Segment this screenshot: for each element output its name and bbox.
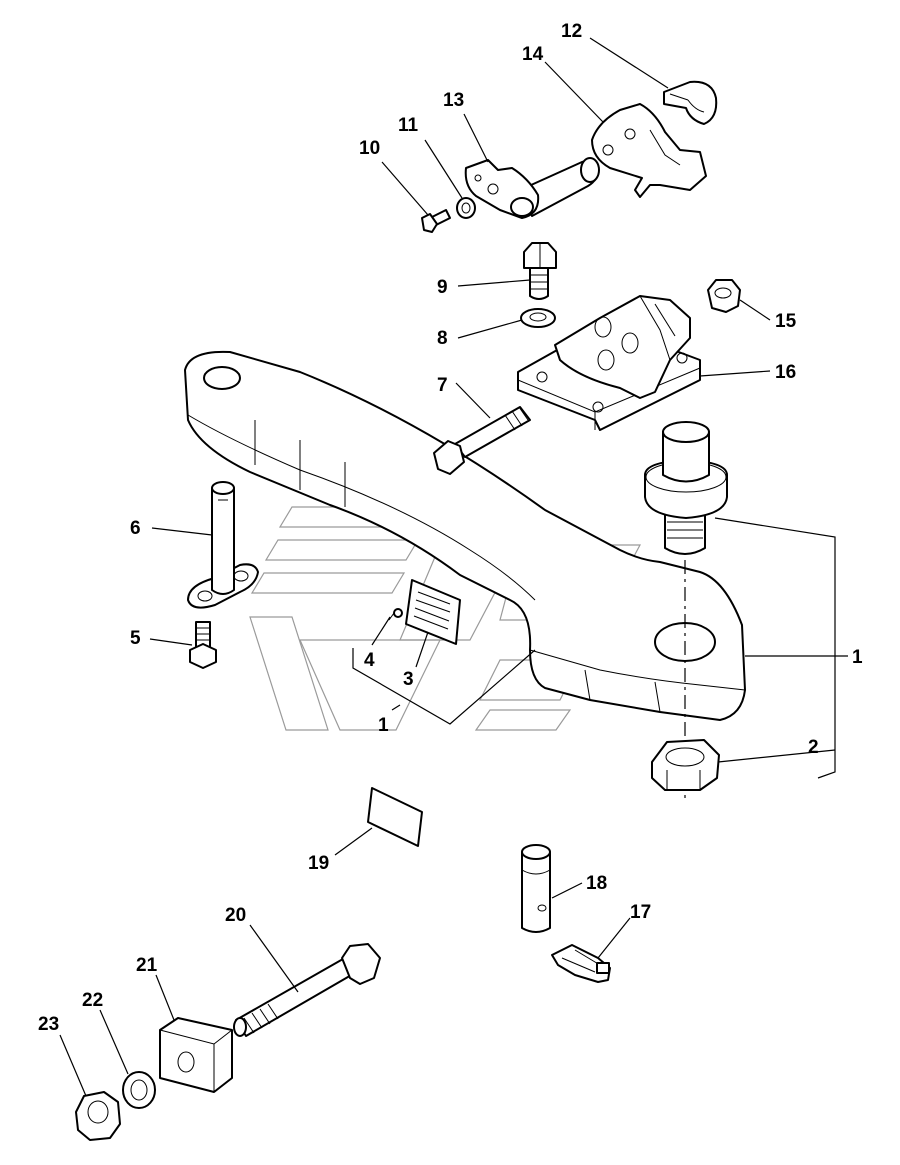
- lock-washer-part: [456, 197, 476, 219]
- drawbar-part: [184, 350, 746, 721]
- callout-15: 15: [775, 311, 797, 332]
- callout-8: 8: [437, 328, 448, 349]
- callout-9: 9: [437, 277, 448, 298]
- retaining-clip-part: [551, 944, 611, 983]
- ball-pin-part: [644, 421, 728, 555]
- support-pin-part: [187, 481, 259, 609]
- callout-1-right: 1: [852, 647, 863, 668]
- callout-16: 16: [775, 362, 796, 383]
- leader-lines: [59, 37, 848, 1097]
- bolt-small-part: [189, 621, 217, 669]
- hex-nut-lower-part: [75, 1091, 121, 1141]
- callout-5: 5: [130, 628, 141, 649]
- callout-14: 14: [522, 44, 544, 65]
- callout-4: 4: [364, 650, 375, 671]
- callout-10: 10: [359, 138, 380, 159]
- callout-1-lower: 1: [378, 715, 389, 736]
- callout-6: 6: [130, 518, 141, 539]
- callout-19: 19: [308, 853, 329, 874]
- washer-lower-part: [122, 1071, 156, 1109]
- bolt-tiny-part: [421, 209, 451, 233]
- callout-labels: 1 1 2 3 4 5 6 7 8 9 10 11 12 13 14 15 16…: [38, 21, 863, 1035]
- clevis-pin-part: [521, 844, 551, 933]
- callout-13: 13: [443, 90, 464, 111]
- hook-bracket-part: [591, 103, 707, 198]
- nameplate-part: [405, 579, 461, 645]
- long-bolt-upper-part: [433, 406, 531, 475]
- rivet-part: [388, 608, 403, 621]
- callout-11: 11: [398, 115, 419, 136]
- bolt-upper-part: [523, 242, 557, 300]
- lever-plate-part: [464, 157, 600, 219]
- long-bolt-lower-part: [233, 943, 381, 1037]
- hex-nut-part: [651, 739, 720, 791]
- callout-7: 7: [437, 375, 448, 396]
- spring-clip-part: [663, 80, 718, 125]
- callout-18: 18: [586, 873, 607, 894]
- callout-12: 12: [561, 21, 582, 42]
- spacer-block-part: [159, 1017, 233, 1093]
- callout-23: 23: [38, 1014, 59, 1035]
- hex-nut-upper-part: [707, 279, 741, 313]
- callout-22: 22: [82, 990, 103, 1011]
- decal-part: [367, 787, 423, 847]
- callout-2: 2: [808, 737, 819, 758]
- callout-21: 21: [136, 955, 158, 976]
- washer-upper-part: [520, 308, 556, 328]
- callout-17: 17: [630, 902, 651, 923]
- callout-20: 20: [225, 905, 246, 926]
- hitch-bracket-part: [517, 295, 701, 431]
- callout-3: 3: [403, 669, 414, 690]
